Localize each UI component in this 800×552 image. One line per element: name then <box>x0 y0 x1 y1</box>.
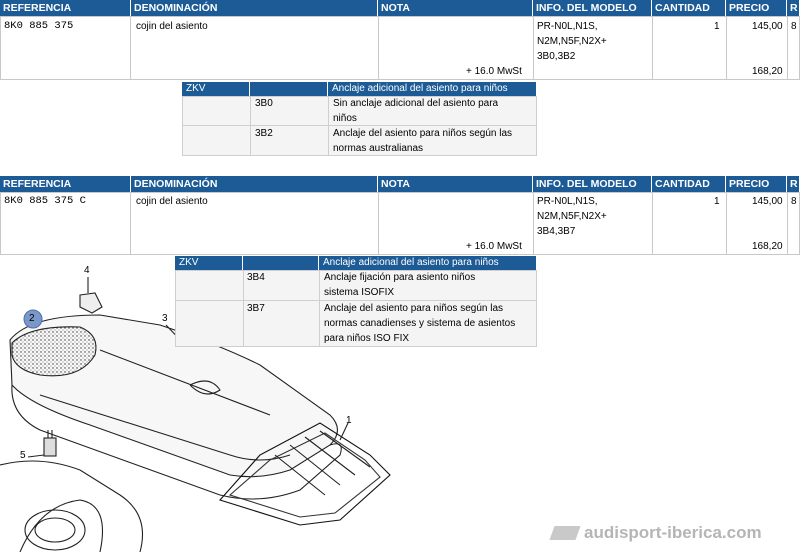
part-r: 8 <box>791 21 797 32</box>
part-denomination: cojin del asiento <box>136 21 208 32</box>
wire-frame-part-1 <box>219 422 391 526</box>
zkv-cell <box>250 125 329 156</box>
wire-frame-part-1-rods <box>274 430 371 496</box>
col-denominacion: DENOMINACIÓN <box>131 176 378 192</box>
zkv-header-blank <box>243 256 319 270</box>
zkv-cell <box>250 96 329 126</box>
zkv-cell <box>175 300 244 347</box>
model-info-line: N2M,N5F,N2X+ <box>537 211 607 222</box>
zkv-desc-line: sistema ISOFIX <box>324 287 395 298</box>
leader-line-1 <box>339 422 349 441</box>
part-denomination: cojin del asiento <box>136 196 208 207</box>
col-nota: NOTA <box>378 176 533 192</box>
seat-seam <box>99 349 271 416</box>
zkv-desc-line: normas canadienses y sistema de asientos <box>324 318 516 329</box>
callout-1: 1 <box>346 415 352 426</box>
part-quantity: 1 <box>714 196 720 207</box>
col-denominacion: DENOMINACIÓN <box>131 0 378 16</box>
col-info-modelo: INFO. DEL MODELO <box>533 0 652 16</box>
zkv-header: ZKV <box>182 82 250 96</box>
zkv-cell <box>319 270 537 301</box>
zkv-cell <box>328 125 537 156</box>
price-with-tax: 168,20 <box>752 66 783 77</box>
zkv-desc-line: Anclaje del asiento para niños según las <box>333 128 513 139</box>
col-cantidad: CANTIDAD <box>652 176 726 192</box>
part-r: 8 <box>791 196 797 207</box>
callout-2: 2 <box>29 313 35 324</box>
zkv-code: 3B7 <box>247 303 265 314</box>
zkv-header: ZKV <box>175 256 243 270</box>
zkv-cell <box>175 270 244 301</box>
zkv-cell <box>319 300 537 347</box>
clip-part-4 <box>79 292 103 314</box>
part-price: 145,00 <box>752 196 783 207</box>
model-info-line: 3B0,3B2 <box>537 51 576 62</box>
zkv-desc-line: Sin anclaje adicional del asiento para <box>333 98 499 109</box>
zkv-desc-line: para niños ISO FIX <box>324 333 410 344</box>
model-info-line: PR-N0L,N1S, <box>537 21 598 32</box>
zkv-cell <box>182 125 251 156</box>
callout-3: 3 <box>162 313 168 324</box>
model-info-line: 3B4,3B7 <box>537 226 576 237</box>
leader-line-5 <box>27 454 45 458</box>
wire-frame-part-1-inner <box>228 432 381 518</box>
zkv-desc-line: Anclaje del asiento para niños según las <box>324 303 504 314</box>
col-precio: PRECIO <box>726 176 787 192</box>
seat-fold <box>189 380 221 395</box>
part-price: 145,00 <box>752 21 783 32</box>
zkv-header-blank <box>250 82 328 96</box>
watermark-logo-icon <box>549 526 581 540</box>
col-r: R <box>787 176 800 192</box>
watermark: audisport-iberica.com <box>549 522 788 544</box>
col-precio: PRECIO <box>726 0 787 16</box>
col-r: R <box>787 0 800 16</box>
tax-label: + 16.0 MwSt <box>466 241 522 252</box>
callout-badge-2 <box>23 309 43 329</box>
tax-label: + 16.0 MwSt <box>466 66 522 77</box>
body-outline <box>0 460 144 552</box>
col-cantidad: CANTIDAD <box>652 0 726 16</box>
col-nota: NOTA <box>378 0 533 16</box>
part-quantity: 1 <box>714 21 720 32</box>
zkv-cell <box>182 96 251 126</box>
col-referencia: REFERENCIA <box>0 176 131 192</box>
zkv-desc-line: Anclaje fijación para asiento niños <box>324 272 476 283</box>
zkv-cell <box>243 300 320 347</box>
floor-opening <box>34 517 76 543</box>
fixing-part-5-pins <box>47 430 53 438</box>
model-info-line: PR-N0L,N1S, <box>537 196 598 207</box>
callout-4: 4 <box>84 265 90 276</box>
col-info-modelo: INFO. DEL MODELO <box>533 176 652 192</box>
fixing-part-5 <box>43 437 57 457</box>
floor-opening <box>24 509 86 551</box>
model-info-line: N2M,N5F,N2X+ <box>537 36 607 47</box>
part-reference[interactable]: 8K0 885 375 <box>4 20 74 32</box>
zkv-desc-line: niños <box>333 113 357 124</box>
zkv-title: Anclaje adicional del asiento para niños <box>319 256 537 270</box>
zkv-desc-line: normas australianas <box>333 143 424 154</box>
zkv-code: 3B4 <box>247 272 265 283</box>
part-reference[interactable]: 8K0 885 375 C <box>4 195 86 207</box>
price-with-tax: 168,20 <box>752 241 783 252</box>
body-outline <box>19 499 104 552</box>
watermark-text: audisport-iberica.com <box>584 523 762 542</box>
seat-pad-part-2 <box>11 326 97 377</box>
col-referencia: REFERENCIA <box>0 0 131 16</box>
zkv-title: Anclaje adicional del asiento para niños <box>328 82 537 96</box>
callout-5: 5 <box>20 450 26 461</box>
zkv-code: 3B2 <box>255 128 273 139</box>
seat-cushion-diagram <box>0 277 391 552</box>
zkv-code: 3B0 <box>255 98 273 109</box>
